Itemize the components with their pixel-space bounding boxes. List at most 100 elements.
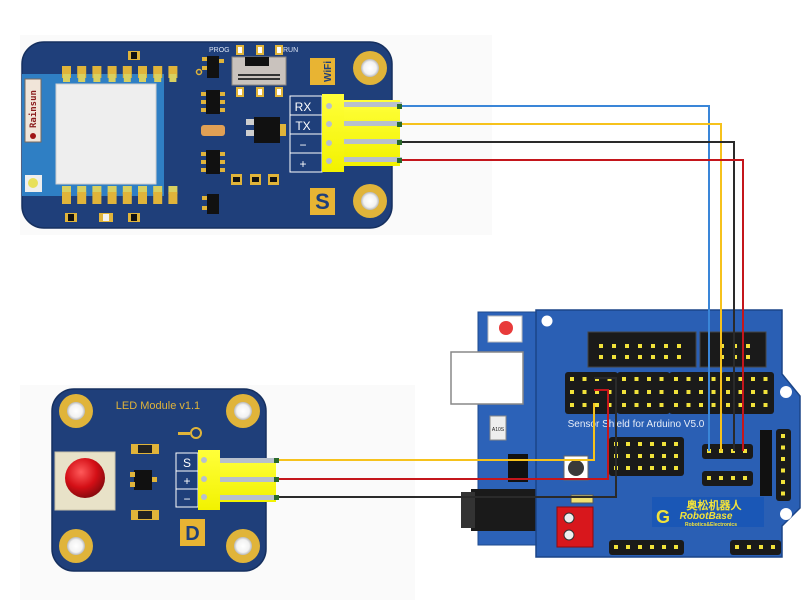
esp-pad [107,66,117,78]
wire-gnd-black [400,141,735,451]
rainsun-dot [30,133,36,139]
header-pin [659,377,664,381]
header-pin [746,344,750,348]
pin-label-gnd: − [299,138,306,152]
wire-led-vcc-red [276,389,609,480]
header-pin [607,390,612,394]
header-pin [781,457,785,461]
i2c-header[interactable] [702,471,753,486]
header-pin [651,355,655,359]
header-pin [634,403,639,407]
esp-pad [168,186,178,194]
sensor-pin-block[interactable] [617,372,670,414]
wire-terminals [274,104,402,500]
dc-jack-barrel [461,492,475,528]
rainsun-label: Rainsun [28,90,39,128]
led-module-title: LED Module v1.1 [116,400,200,412]
brand-en: RobotBase [680,511,733,522]
header-pin [651,344,655,348]
bluetooth-header[interactable] [587,331,697,368]
header-pin [662,442,666,446]
header-pin [746,355,750,359]
header-pin [582,390,587,394]
header-pin [781,445,785,450]
header-pin [638,344,642,348]
vertical-header-right[interactable] [776,429,791,501]
sensor-pin-block[interactable] [565,372,618,414]
module-type-icon [180,519,205,546]
esp-pad [78,74,86,82]
esp-pad [92,66,102,78]
wire-led-signal-yellow [276,403,595,461]
header-pin [622,403,626,407]
bottom-header-left[interactable] [609,540,684,555]
bottom-header-right[interactable] [730,540,781,555]
header-pin [699,377,703,381]
header-pin [626,545,630,549]
mounting-hole [353,51,387,85]
pin-label-signal: S [183,456,191,470]
header-pin [699,390,703,394]
power-terminal-block[interactable] [556,506,594,548]
pin-label-gnd: − [183,492,190,506]
wire-vcc-red [400,159,744,451]
header-pin [686,403,691,407]
shield-title: Sensor Shield for Arduino V5.0 [568,419,705,430]
lcd-pin-block[interactable] [609,437,684,476]
red-led [65,458,105,498]
header-pin [659,403,664,407]
header-pin [743,449,747,453]
header-body [702,444,753,459]
wifi-pin-label-box: RX TX − + [289,95,323,173]
sensor-pin-block[interactable] [669,372,722,414]
header-pin [662,545,666,549]
mounting-hole [59,394,93,428]
header-pin [674,377,678,381]
header-body [609,437,684,476]
header-pin [751,390,755,394]
header-pin [686,390,691,394]
wifi-logo-icon [310,58,335,85]
shield-mount-hole [541,315,553,327]
header-pin [647,377,651,381]
wifi-module[interactable]: Rainsun [21,41,402,229]
header-pin [726,403,730,407]
led-3pin-connector[interactable] [198,450,278,510]
header-body [617,372,670,414]
pin-label-rx: RX [295,100,312,114]
rainsun-label-plate [24,78,42,143]
header-pin [747,545,751,549]
header-pin [711,403,716,407]
header-pin [582,403,587,407]
header-pin [634,377,639,381]
header-pin [664,344,668,348]
switch-slider[interactable] [245,57,269,66]
header-pin [595,390,599,394]
header-pin [612,344,616,348]
header-pin [650,466,654,470]
header-pin [650,442,654,446]
esp-pad [107,186,117,194]
wires [276,105,744,498]
header-pin [699,403,703,407]
terminal-screw [563,529,575,541]
header-pin [570,390,574,394]
esp-chip-top-pads [62,66,178,82]
brand-tagline: Robotics&Electronics [685,522,737,528]
shield-reset-button[interactable] [568,460,584,476]
power-jumper[interactable] [570,494,594,504]
reset-button[interactable] [499,321,513,335]
smd-components [65,51,286,222]
header-pin [738,390,743,394]
sensor-pin-block[interactable] [721,372,774,414]
wifi-4pin-connector[interactable] [322,94,402,172]
esp-pad [63,74,70,82]
sensor-shield[interactable]: Sensor Shield for Arduino V5.0 奥松机器人 Rob… [535,309,801,558]
led-module[interactable]: LED Module v1.1 D S + − [51,388,278,572]
prog-run-switch[interactable] [231,45,287,97]
esp-pad [138,192,147,204]
arduino-board[interactable]: A10S [450,311,539,546]
vertical-header-dark[interactable] [760,430,772,496]
header-pin [719,476,723,480]
mounting-hole [226,529,260,563]
